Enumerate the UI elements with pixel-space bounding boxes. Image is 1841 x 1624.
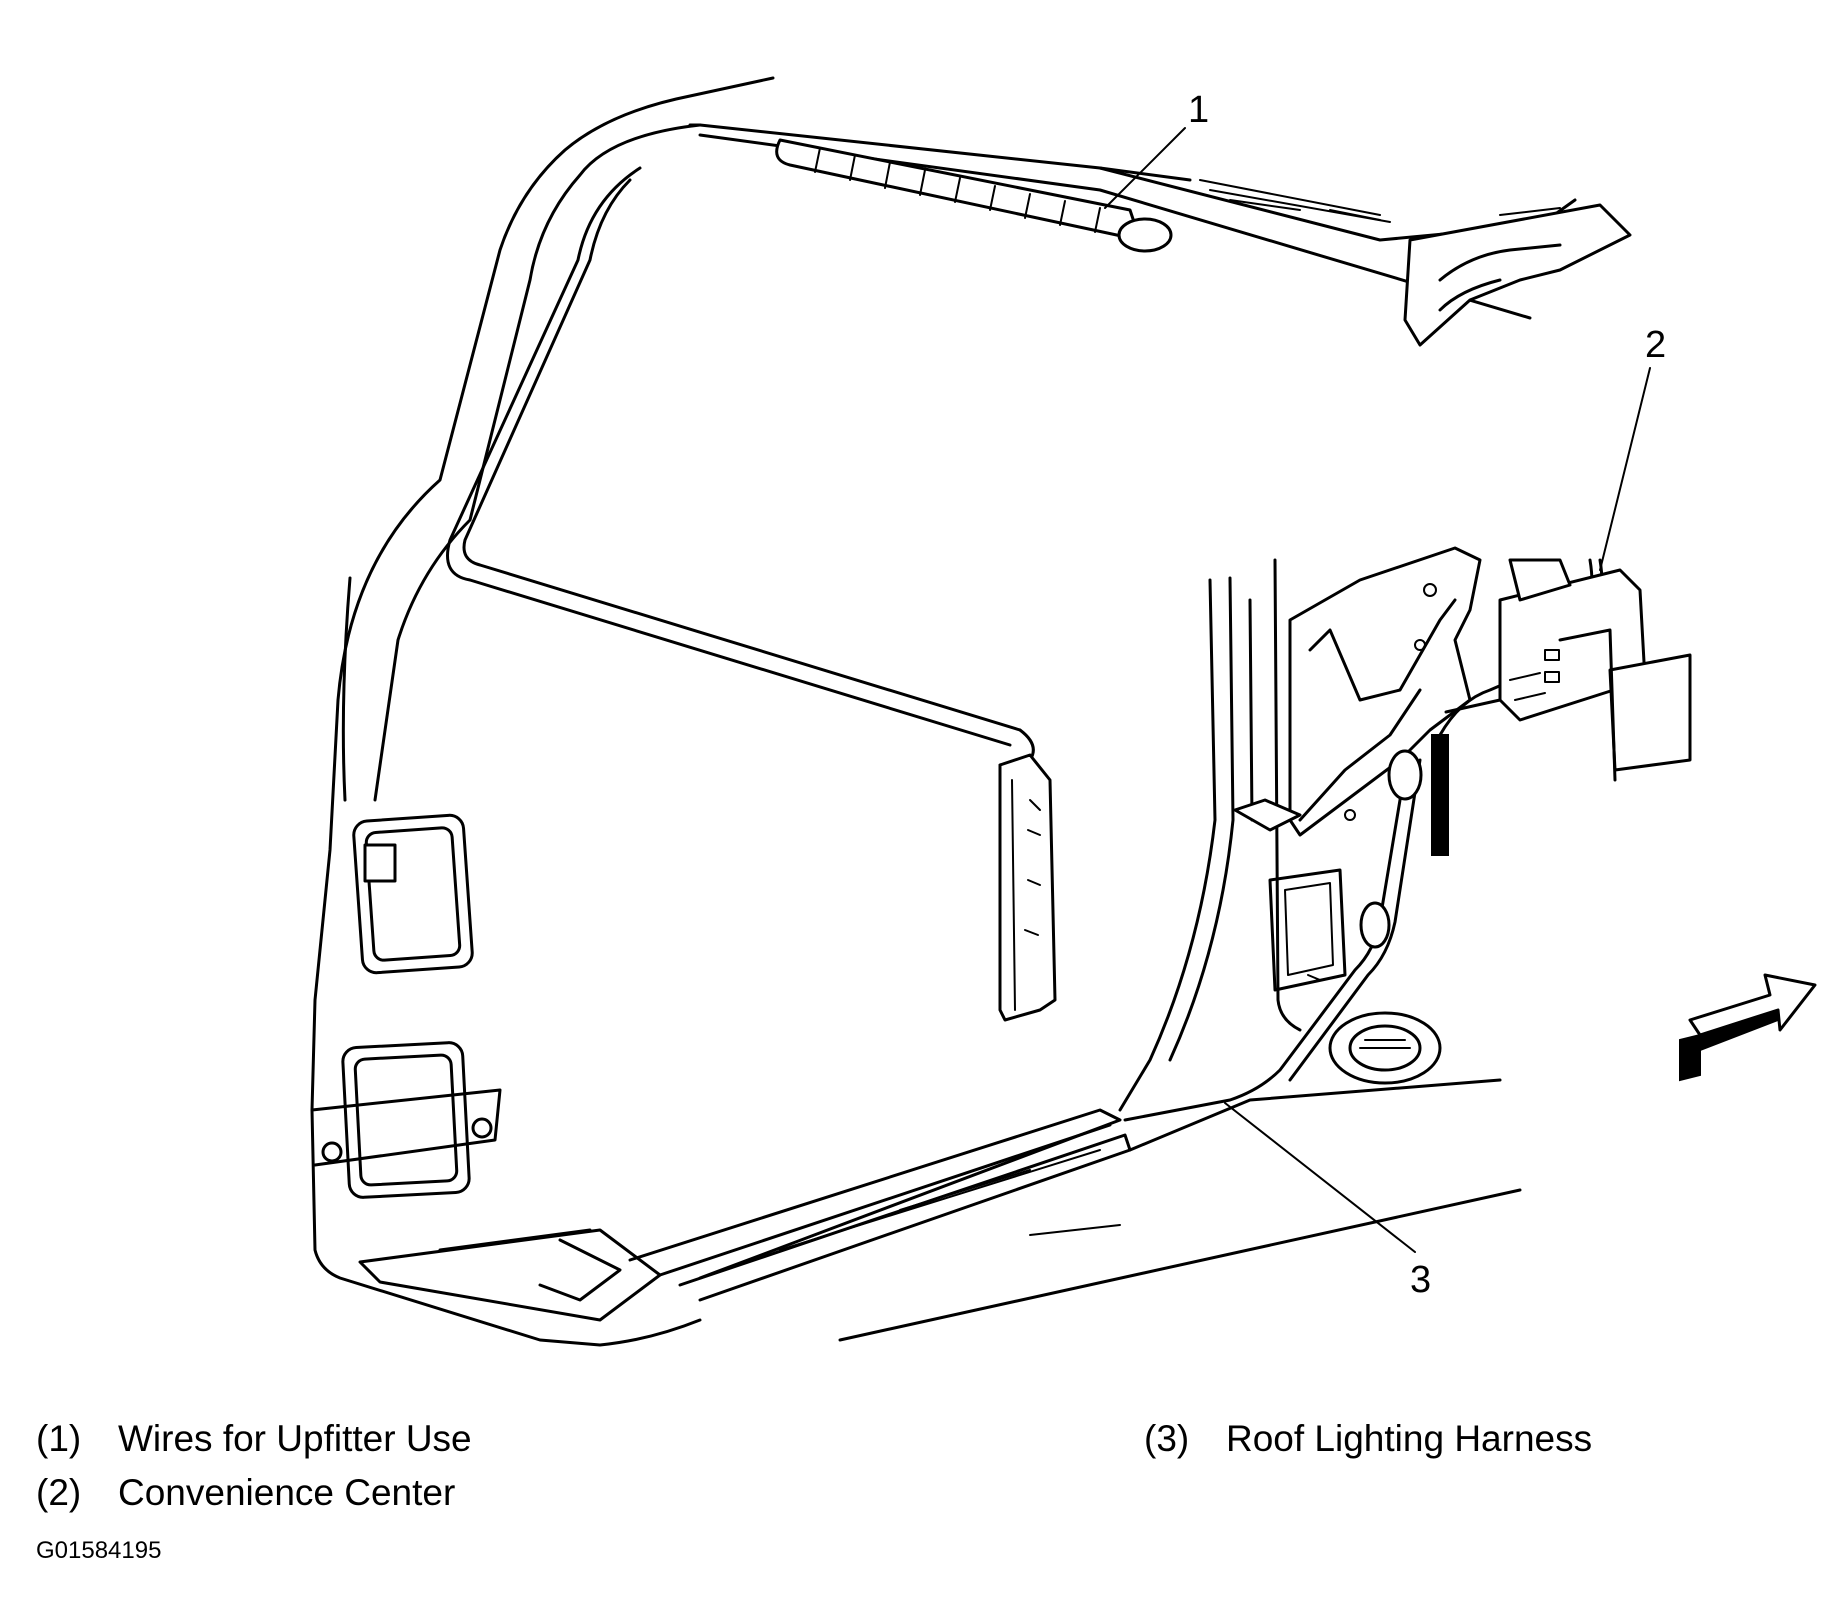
- legend-item-1: (1) Wires for Upfitter Use: [36, 1420, 472, 1457]
- legend-item-3: (3) Roof Lighting Harness: [1144, 1420, 1592, 1457]
- convenience-center: [1498, 558, 1692, 782]
- legend-2-label: Convenience Center: [118, 1472, 456, 1513]
- legend-2-number-value: 2: [48, 1472, 69, 1513]
- legend-3-label: Roof Lighting Harness: [1226, 1418, 1593, 1459]
- legend-1-number-value: 1: [48, 1418, 69, 1459]
- legend-3-number: (3): [1144, 1418, 1190, 1459]
- figure-id: G01584195: [36, 1537, 162, 1564]
- callout-2-number: 2: [1645, 324, 1666, 366]
- legend-2-number: (2): [36, 1472, 82, 1513]
- legend-item-2: (2) Convenience Center: [36, 1474, 455, 1511]
- legend-3-number-value: 3: [1156, 1418, 1177, 1459]
- lower-body: [310, 813, 1522, 1342]
- direction-arrow-icon: [1679, 973, 1817, 1082]
- callout-1-number: 1: [1188, 89, 1209, 131]
- roof-rail: [698, 123, 1632, 347]
- legend-1-number: (1): [36, 1418, 82, 1459]
- callout-3: 3: [1224, 1102, 1431, 1301]
- mounting-bracket: [1233, 546, 1482, 837]
- front-pillar: [1118, 558, 1347, 1112]
- floor-speaker: [1328, 1011, 1442, 1085]
- legend-1-label: Wires for Upfitter Use: [118, 1418, 472, 1459]
- callout-3-number: 3: [1410, 1259, 1431, 1301]
- upfitter-wires: [775, 138, 1173, 253]
- callout-1: 1: [1104, 89, 1209, 209]
- callout-2: 2: [1599, 324, 1666, 571]
- vehicle-interior-diagram: 1 2 3: [310, 76, 1817, 1347]
